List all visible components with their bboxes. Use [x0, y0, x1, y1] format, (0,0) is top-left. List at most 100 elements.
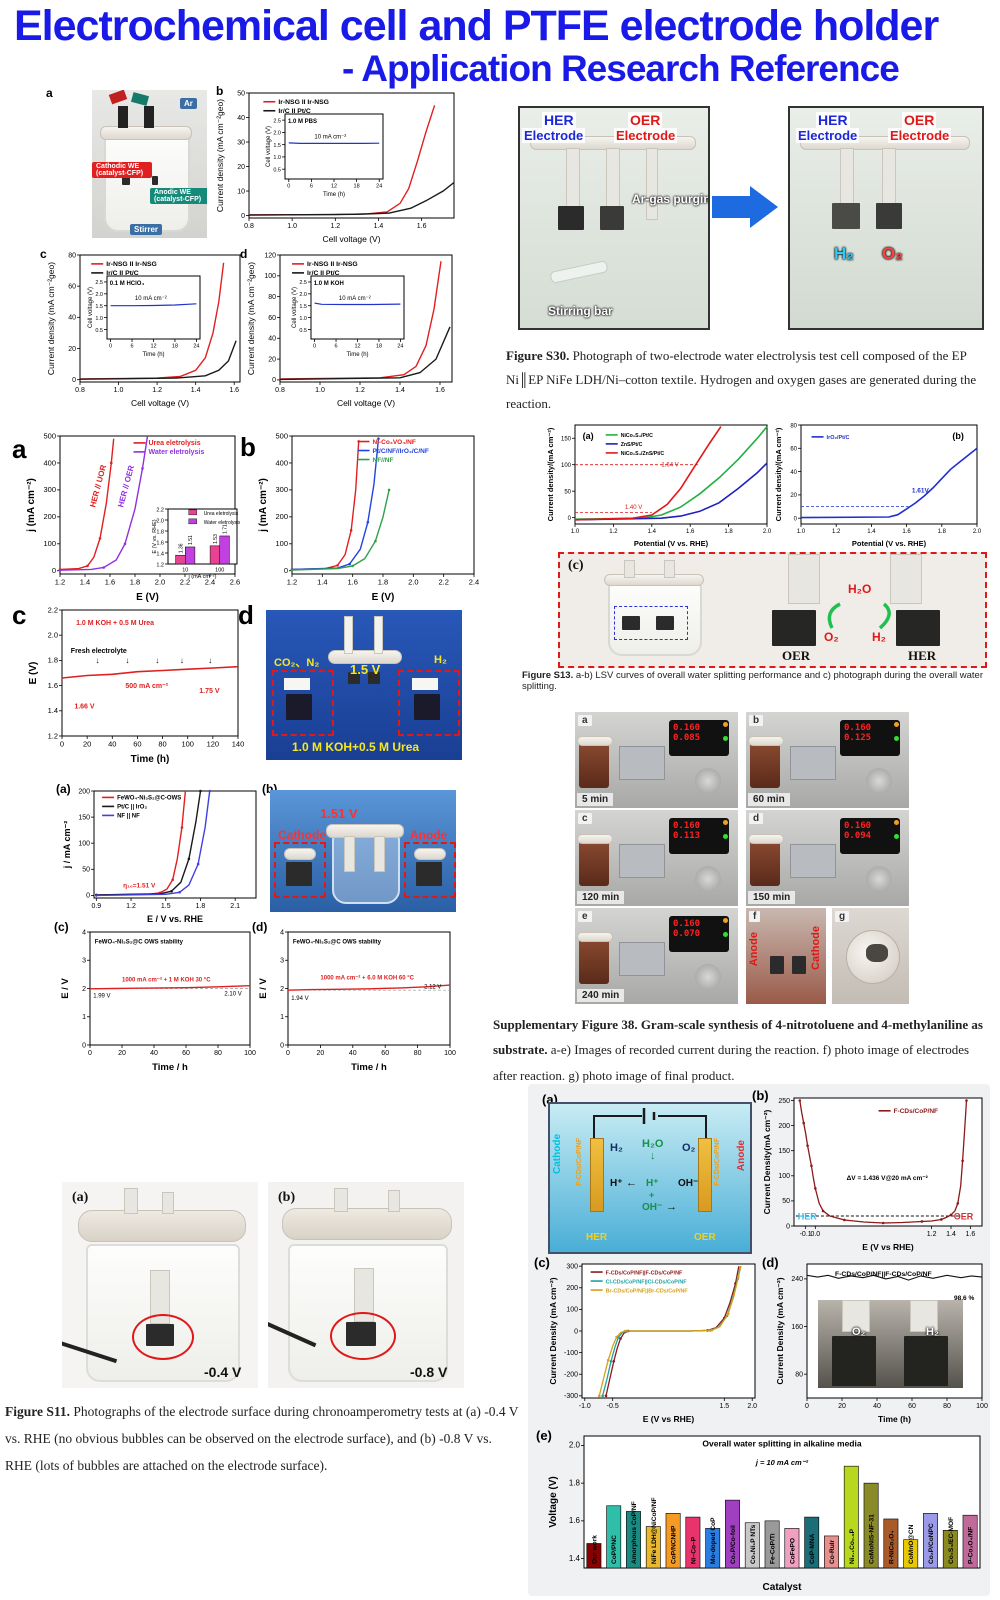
- svg-text:(b): (b): [952, 431, 964, 441]
- s30-caption-rest: Photograph of two-electrode water electr…: [506, 348, 977, 412]
- svg-text:6: 6: [131, 344, 134, 350]
- s11-photo-b: (b) -0.8 V: [268, 1182, 464, 1388]
- svg-text:6: 6: [335, 344, 338, 350]
- cell-jar-sketch: [104, 132, 190, 232]
- s11-letter-b: (b): [278, 1190, 296, 1205]
- svg-text:300: 300: [43, 485, 56, 494]
- urea-chart-a-inset: 1.21.41.61.82.02.2j (mA cm⁻²)E (V vs. RH…: [152, 507, 240, 580]
- o2-label: O₂: [682, 1142, 696, 1154]
- s13-caption: Figure S13. a-b) LSV curves of overall w…: [522, 670, 988, 692]
- svg-text:Ir-NSG II Ir-NSG: Ir-NSG II Ir-NSG: [307, 261, 358, 268]
- svg-text:100: 100: [561, 463, 572, 469]
- reactor-jar-sketch: [579, 742, 609, 788]
- her-electrode-label: Electrode: [522, 128, 586, 143]
- svg-text:IrO₂/Pt/C: IrO₂/Pt/C: [827, 435, 850, 441]
- indicator-led: [894, 736, 899, 741]
- post-sketch: [840, 148, 854, 205]
- svg-text:E / V: E / V: [258, 978, 269, 999]
- svg-text:60: 60: [381, 1050, 389, 1057]
- svg-text:↓: ↓: [180, 656, 184, 665]
- svg-text:Co₂P/CoNPC: Co₂P/CoNPC: [928, 1523, 935, 1564]
- svg-text:Potential (V vs. RHE): Potential (V vs. RHE): [634, 539, 709, 548]
- svg-text:1.4: 1.4: [648, 529, 657, 535]
- fcds-letter-d: (d): [762, 1255, 779, 1270]
- green-clip-sketch: [130, 92, 150, 106]
- svg-text:2.0: 2.0: [973, 529, 982, 535]
- anode-label: Anode: [736, 1140, 747, 1172]
- port-sketch: [388, 1190, 400, 1212]
- knob-sketch: [695, 866, 721, 892]
- sup38-caption-rest: a-e) Images of recorded current during t…: [493, 1042, 970, 1083]
- svg-text:2.6: 2.6: [230, 578, 240, 587]
- urea-letter-b: b: [240, 432, 256, 462]
- svg-text:NiCo₂S₄/ZnS/Pt/C: NiCo₂S₄/ZnS/Pt/C: [621, 451, 665, 457]
- her-label: HER: [542, 112, 576, 128]
- o2-electrode-sketch: [832, 1336, 876, 1386]
- svg-text:1.6: 1.6: [105, 578, 115, 587]
- svg-text:Current density (mA cm⁻²geo): Current density (mA cm⁻²geo): [46, 262, 56, 375]
- svg-text:60: 60: [68, 283, 76, 290]
- lid-sketch: [282, 1208, 452, 1240]
- svg-text:(a): (a): [583, 431, 594, 441]
- reactor-jar-sketch: [750, 840, 780, 886]
- svg-text:E (V vs RHE): E (V vs RHE): [643, 1414, 695, 1424]
- svg-text:80: 80: [943, 1403, 951, 1410]
- svg-text:500: 500: [43, 431, 56, 440]
- product-sketch: [866, 944, 888, 962]
- svg-text:3: 3: [82, 958, 86, 965]
- svg-text:1.6: 1.6: [156, 540, 164, 546]
- svg-text:2.4: 2.4: [469, 578, 479, 587]
- knob-sketch: [866, 866, 892, 892]
- svg-text:20: 20: [83, 740, 91, 749]
- her-label: HER: [908, 648, 937, 663]
- svg-text:1.8: 1.8: [48, 656, 58, 665]
- svg-text:1.94 V: 1.94 V: [291, 996, 308, 1002]
- svg-text:1.64 V: 1.64 V: [661, 463, 678, 469]
- flask-sketch: [846, 930, 900, 984]
- post-sketch: [646, 148, 658, 220]
- svg-text:2.0: 2.0: [273, 131, 281, 137]
- svg-text:-300: -300: [564, 1393, 578, 1400]
- svg-text:160: 160: [791, 1324, 803, 1331]
- svg-text:Ir/C II Pt/C: Ir/C II Pt/C: [278, 108, 311, 115]
- instrument-sketch: [790, 844, 836, 878]
- svg-text:40: 40: [237, 115, 245, 122]
- her-electrode-label: Electrode: [796, 128, 860, 143]
- svg-text:Mo-doped CoP: Mo-doped CoP: [710, 1517, 717, 1564]
- svg-text:η₁₀=1.51 V: η₁₀=1.51 V: [123, 882, 156, 889]
- cap-sketch: [118, 106, 128, 128]
- oer-electrode-label: Electrode: [888, 128, 952, 143]
- svg-text:1.0: 1.0: [95, 316, 103, 322]
- svg-text:1.2: 1.2: [156, 562, 164, 568]
- svg-text:F-CDs/CoP/NF||F-CDs/CoP/NF: F-CDs/CoP/NF||F-CDs/CoP/NF: [606, 1270, 683, 1276]
- h2-label: H₂: [834, 244, 854, 263]
- s30-caption-bold: Figure S30.: [506, 348, 570, 363]
- svg-text:2.2: 2.2: [48, 605, 58, 614]
- svg-text:2.2: 2.2: [180, 578, 190, 587]
- svg-text:↓: ↓: [95, 656, 99, 665]
- svg-text:1.2: 1.2: [832, 529, 841, 535]
- svg-text:60: 60: [182, 1050, 190, 1057]
- oh-center-label: OH⁻: [642, 1202, 663, 1213]
- fcds-schematic: Cathode Anode F-CDs/CoP/NF F-CDs/CoP/NF …: [548, 1102, 752, 1254]
- svg-text:1.5: 1.5: [273, 143, 281, 149]
- svg-text:1.2: 1.2: [55, 578, 65, 587]
- svg-text:40: 40: [68, 315, 76, 322]
- instrument-sketch: [790, 746, 836, 780]
- electrode-sketch: [122, 176, 130, 185]
- fcds-d-inset-photo: O₂ H₂: [818, 1300, 963, 1388]
- oh-right-label: OH⁻: [678, 1178, 699, 1189]
- lid-sketch: [748, 834, 784, 844]
- svg-text:40: 40: [150, 1050, 158, 1057]
- cathode-label: Cathode: [552, 1134, 563, 1174]
- svg-text:NF || NF: NF || NF: [117, 814, 140, 820]
- svg-text:0: 0: [568, 516, 572, 522]
- svg-text:E (V): E (V): [372, 592, 395, 602]
- svg-text:↓: ↓: [155, 656, 159, 665]
- svg-text:20: 20: [317, 1050, 325, 1057]
- elapsed-time-label: 240 min: [577, 989, 625, 1002]
- electrode-sketch: [152, 176, 158, 185]
- left-arrow-icon: ←: [626, 1177, 637, 1189]
